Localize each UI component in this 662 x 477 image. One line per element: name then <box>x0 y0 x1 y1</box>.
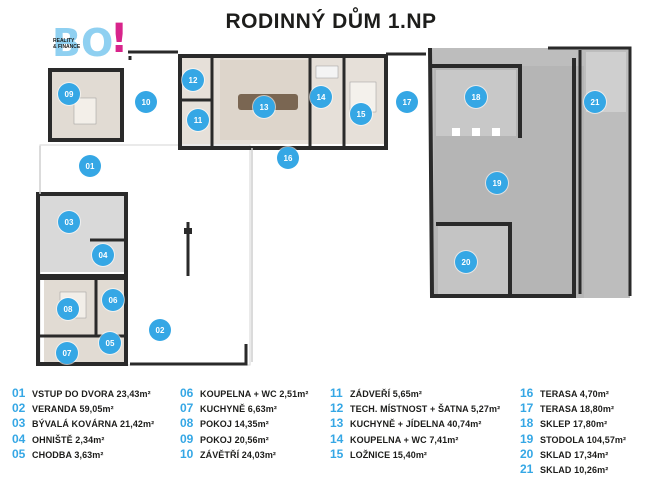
logo-tagline-1: REALITY <box>53 38 75 44</box>
room-badge-05: 05 <box>99 332 121 354</box>
room-badge-15: 15 <box>350 103 372 125</box>
room-badge-09: 09 <box>58 83 80 105</box>
room-badge-10: 10 <box>135 91 157 113</box>
left-top-room <box>48 68 124 142</box>
room-badge-11: 11 <box>187 109 209 131</box>
logo-tagline-2: & FINANCE <box>53 44 81 50</box>
room-badge-08: 08 <box>57 298 79 320</box>
logo-text: BO <box>52 21 113 65</box>
plan-title: RODINNÝ DŮM 1.NP <box>225 10 437 33</box>
room-badge-06: 06 <box>102 289 124 311</box>
company-logo: BO ! REALITY & FINANCE <box>52 18 128 65</box>
room-badge-14: 14 <box>310 86 332 108</box>
room-badge-07: 07 <box>56 342 78 364</box>
main-house <box>178 54 388 150</box>
room-badge-04: 04 <box>92 244 114 266</box>
room-badge-16: 16 <box>277 147 299 169</box>
room-badge-20: 20 <box>455 251 477 273</box>
room-badge-17: 17 <box>396 91 418 113</box>
room-badge-12: 12 <box>182 69 204 91</box>
logo-exclamation: ! <box>110 18 128 62</box>
room-badge-02: 02 <box>149 319 171 341</box>
room-badge-19: 19 <box>486 172 508 194</box>
room-badge-13: 13 <box>253 96 275 118</box>
room-badge-01: 01 <box>79 155 101 177</box>
room-badge-18: 18 <box>465 86 487 108</box>
room-badge-03: 03 <box>58 211 80 233</box>
room-badge-21: 21 <box>584 91 606 113</box>
floor-plan <box>36 46 632 366</box>
